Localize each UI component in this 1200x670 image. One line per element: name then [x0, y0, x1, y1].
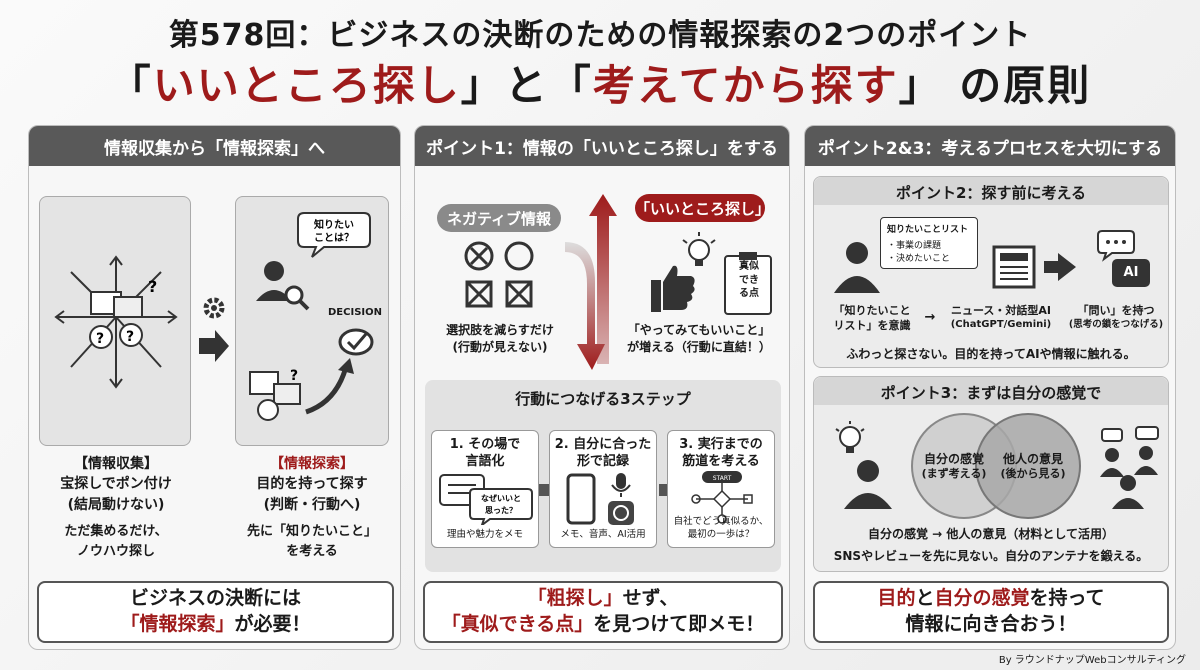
- point3-note: SNSやレビューを先に見ない。自分のアンテナを鍛える。: [833, 549, 1149, 563]
- point2-title: ポイント2：探す前に考える: [896, 184, 1086, 202]
- newspaper-arrow-icon: [992, 245, 1076, 289]
- svg-text:?: ?: [148, 277, 157, 296]
- point2-note: ふわっと探さない。目的を持ってAIや情報に触れる。: [846, 347, 1136, 361]
- scattered-info-icon: ? ? ?: [54, 255, 178, 389]
- svg-text:?: ?: [96, 331, 104, 347]
- flowchart-icon: START: [691, 471, 753, 524]
- three-steps-box: 行動につなげる3ステップ 1. その場で言語化 なぜいいと 思った？ 理由や魅力…: [425, 380, 781, 572]
- person-icon: [834, 242, 880, 293]
- panel-header: ポイント1：情報の「いいところ探し」をする: [415, 126, 789, 166]
- ai-label: AI: [1123, 265, 1139, 280]
- others-opinion-label: 他人の意見(後から見る): [1000, 452, 1066, 481]
- thinking-person-icon: [835, 421, 892, 509]
- news-ai-caption: ニュース・対話型AI(ChatGPT/Gemini): [950, 304, 1052, 331]
- negative-info-text: 選択肢を減らすだけ (行動が見えない): [446, 323, 554, 355]
- svg-text:START: START: [713, 475, 732, 482]
- step-record: 2. 自分に合った形で記録 メモ、音声、AI活用: [549, 430, 657, 548]
- arrow-icon: →: [924, 310, 936, 325]
- venn-diagram: [911, 413, 1081, 519]
- phone-mic-ai-icon: [566, 473, 634, 525]
- panel-header: 情報収集から「情報探索」へ: [29, 126, 400, 166]
- good-point-text: 「やってみてもいいこと」 が増える（行動に直結！）: [627, 323, 771, 355]
- footer-credit: By ラウンドナップWebコンサルティング: [998, 655, 1186, 666]
- wish-list-caption: 「知りたいことリスト」を意識: [833, 304, 911, 333]
- panel1-conclusion: ビジネスの決断には 「情報探索」が必要！: [37, 581, 394, 643]
- checklist-text: 真似できる点: [739, 261, 759, 299]
- info-exploration-box: 知りたい ことは？ DECISION ?: [235, 196, 389, 446]
- decision-target-icon: ?: [249, 328, 374, 421]
- page-title: 第578回：ビジネスの決断のための情報探索の2つのポイント: [168, 18, 1032, 53]
- info-collection-box: ? ? ?: [39, 196, 191, 446]
- steps-title: 行動につなげる3ステップ: [515, 390, 691, 408]
- svg-text:?: ?: [290, 368, 298, 384]
- collection-label: 【情報収集】 宝探しでポン付け (結局動けない): [60, 456, 172, 513]
- negative-info-pill: ネガティブ情報: [437, 204, 561, 232]
- decision-label: DECISION: [328, 307, 382, 318]
- gear-arrow-icon: [199, 297, 229, 362]
- group-chat-icon: [1100, 426, 1159, 509]
- question-caption: 「問い」を持つ(思考の鎖をつなげる): [1068, 304, 1164, 331]
- point2-box: ポイント2：探す前に考える 知りたいことリスト ・事業の課題 ・決めたいこと A…: [813, 176, 1169, 368]
- collection-note: ただ集めるだけ、 ノウハウ探し: [64, 524, 168, 559]
- ai-chat-icon: [1097, 230, 1150, 287]
- svg-text:なぜいいと: なぜいいと: [481, 494, 521, 503]
- own-sense-label: 自分の感覚(まず考える): [921, 452, 987, 481]
- exploration-note: 先に「知りたいこと」 を考える: [246, 524, 377, 559]
- point3-box: ポイント3：まずは自分の感覚で 自分の感覚(まず考える) 他人の意見(後から見る…: [813, 376, 1169, 572]
- up-down-arrows-icon: [565, 194, 617, 370]
- cross-circle-icon: [464, 241, 534, 308]
- speech-bubble-icon: 知りたい ことは？: [297, 212, 371, 258]
- panel3-conclusion: 目的と自分の感覚を持って 情報に向き合おう！: [813, 581, 1169, 643]
- step-verbalize: 1. その場で言語化 なぜいいと 思った？ 理由や魅力をメモ: [431, 430, 539, 548]
- svg-text:思った？: 思った？: [485, 505, 517, 515]
- speech-bubbles-icon: なぜいいと 思った？: [439, 474, 533, 525]
- page-subtitle: 「いいところ探し」と「考えてから探す」 の原則: [108, 61, 1092, 110]
- svg-text:ことは？: ことは？: [314, 232, 354, 244]
- svg-text:?: ?: [126, 329, 134, 345]
- panel-point1: ポイント1：情報の「いいところ探し」をする ネガティブ情報 選択肢を減らすだけ …: [414, 125, 790, 650]
- svg-text:知りたい: 知りたい: [313, 218, 354, 231]
- wish-list-note: 知りたいことリスト ・事業の課題 ・決めたいこと: [880, 217, 978, 269]
- good-point-pill: 「いいところ探し」: [635, 194, 770, 222]
- point3-title: ポイント3：まずは自分の感覚で: [880, 384, 1102, 402]
- panel2-conclusion: 「粗探し」せず、 「真似できる点」を見つけて即メモ！: [423, 581, 783, 643]
- panel-header: ポイント2&3：考えるプロセスを大切にする: [805, 126, 1175, 166]
- exploration-label: 【情報探索】 目的を持って探す (判断・行動へ): [256, 456, 368, 513]
- thumbs-up-bulb-icon: [651, 232, 772, 315]
- panel-info-search: 情報収集から「情報探索」へ ? ? ? 知りたい ことは？: [28, 125, 401, 650]
- step-plan: 3. 実行までの筋道を考える START 自社でどう真似るか、最初の一歩は？: [667, 430, 775, 548]
- flow-text: 自分の感覚 → 他人の意見（材料として活用）: [867, 527, 1115, 541]
- person-magnifier-icon: [256, 261, 310, 311]
- panel-point2-3: ポイント2&3：考えるプロセスを大切にする ポイント2：探す前に考える 知りたい…: [804, 125, 1176, 650]
